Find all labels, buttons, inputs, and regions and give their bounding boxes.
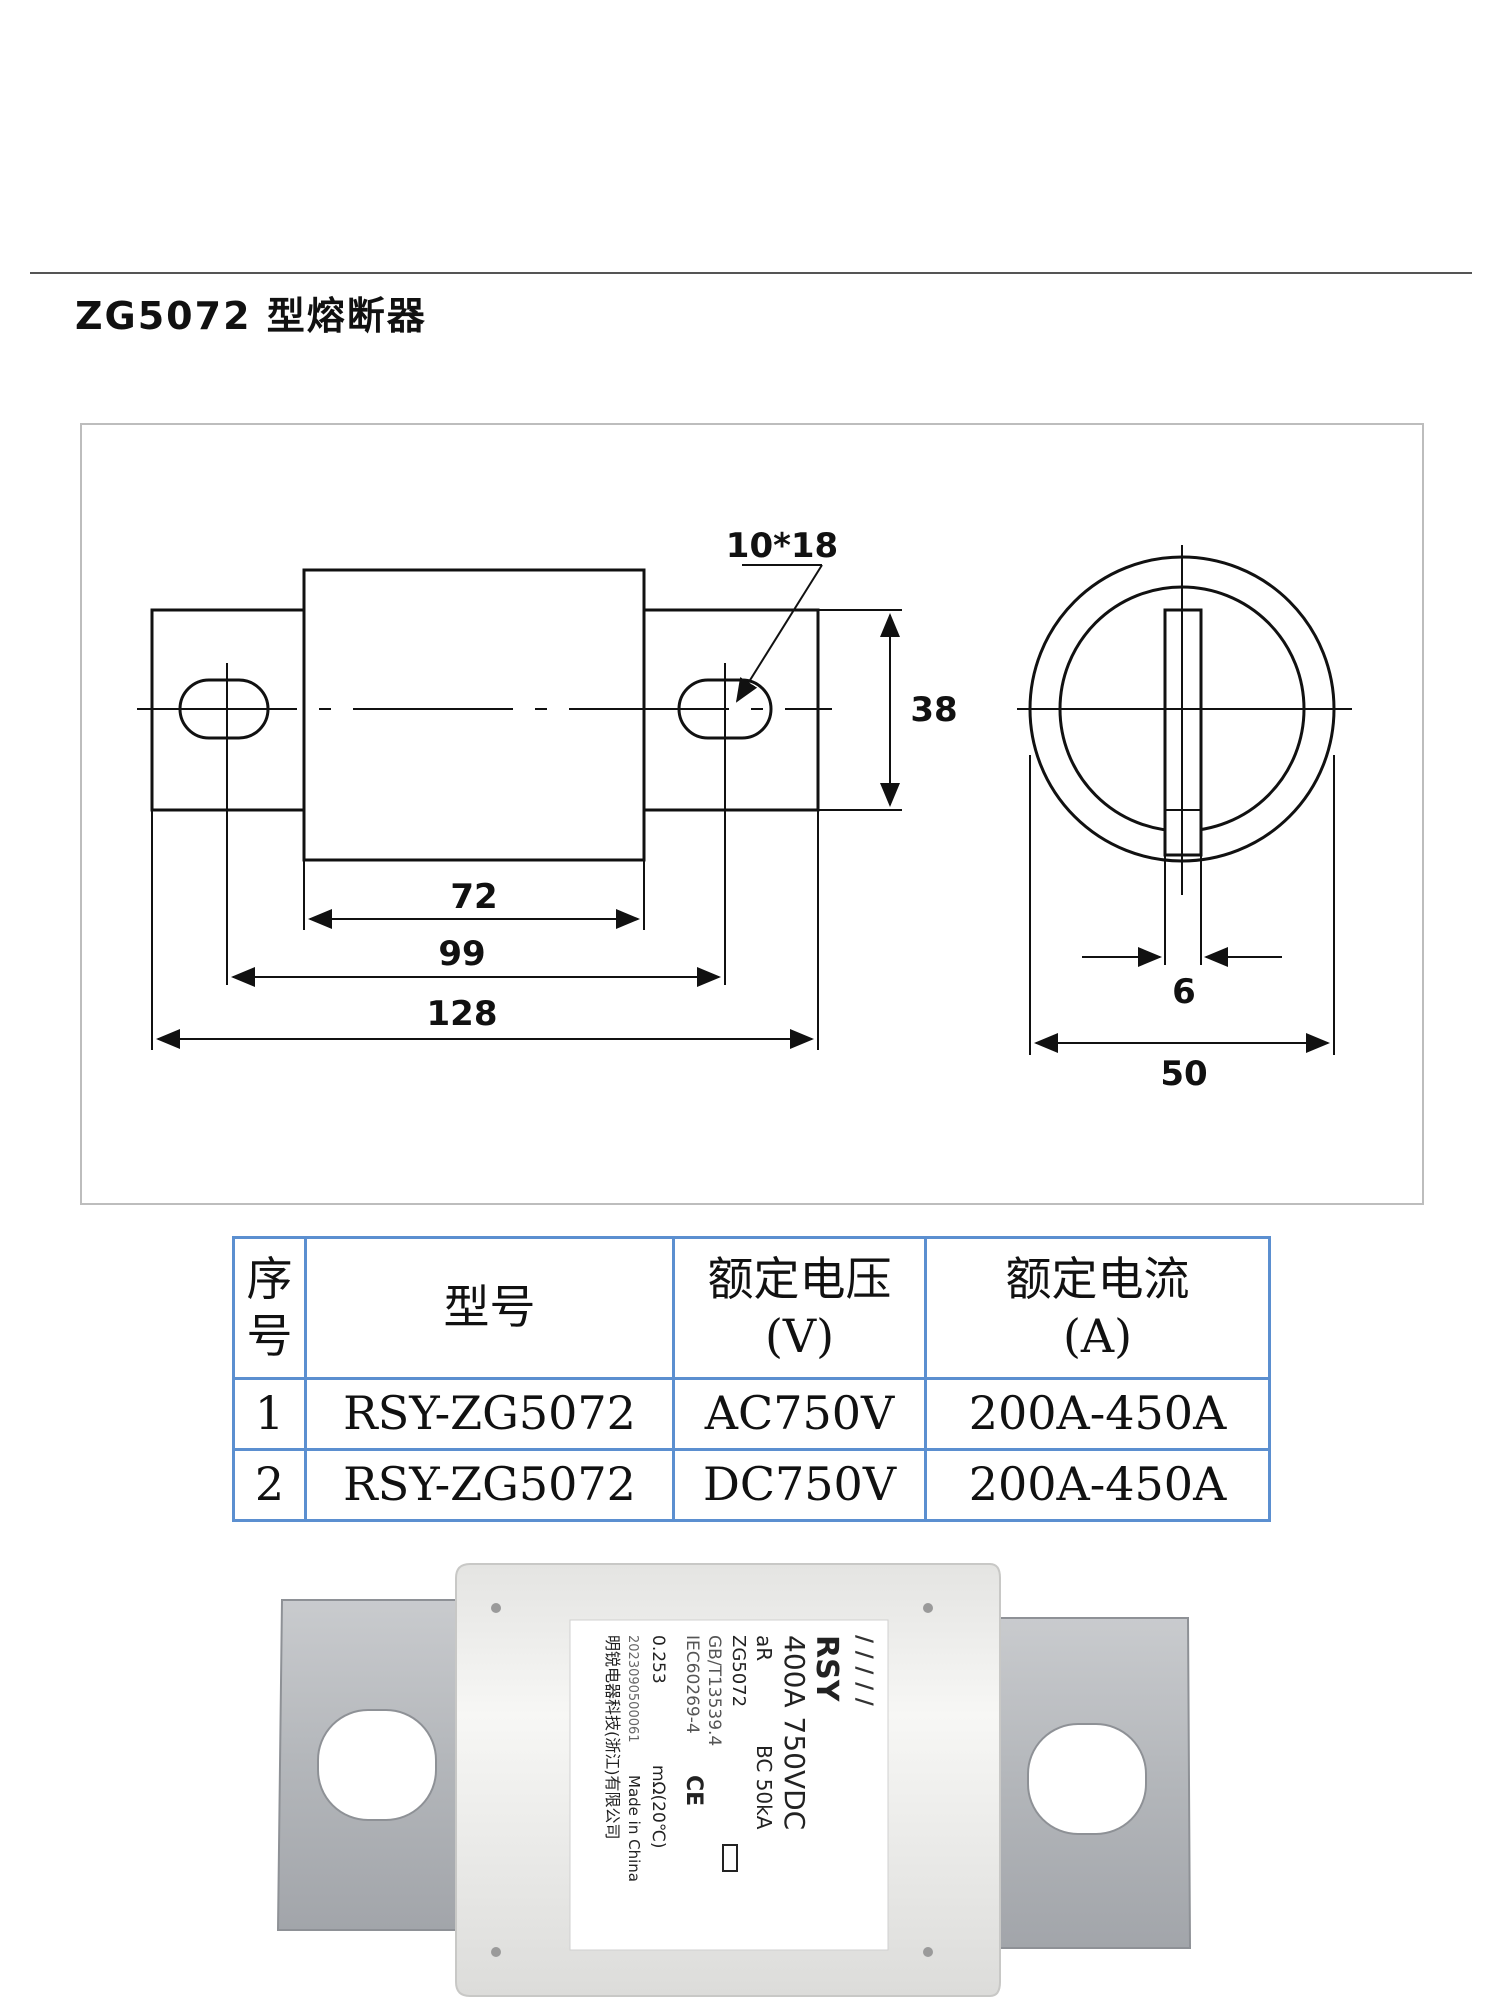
row-current: 200A-450A	[924, 1377, 1271, 1451]
row-voltage: AC750V	[672, 1377, 927, 1451]
label-ce-mark: CE	[681, 1775, 706, 1806]
label-origin: Made in China	[625, 1775, 643, 1882]
top-divider	[30, 272, 1472, 274]
table-row: 1 RSY-ZG5072 AC750V 200A-450A	[232, 1377, 1271, 1451]
diameter-dim-label: 50	[1160, 1054, 1207, 1094]
label-rating: 400A 750VDC	[778, 1635, 811, 1830]
label-model: ZG5072	[728, 1635, 749, 1707]
slot-dim-label: 10*18	[726, 526, 838, 566]
header-model: 型号	[304, 1236, 675, 1380]
row-index: 2	[232, 1448, 307, 1522]
spec-table: 序 号 型号 额定电压 (V) 额定电流 (A) 1 RSY-ZG5072 AC…	[232, 1236, 1271, 1522]
header-index: 序 号	[232, 1236, 307, 1380]
label-standard-iec: IEC60269-4	[682, 1635, 702, 1734]
label-resistance-unit: mΩ(20℃)	[648, 1765, 668, 1849]
right-terminal-hole	[1027, 1723, 1147, 1835]
slot-leader	[735, 564, 823, 703]
header-current: 额定电流 (A)	[924, 1236, 1271, 1380]
label-serial: 2023090500061	[625, 1635, 640, 1743]
label-class: aR	[752, 1635, 776, 1661]
row-model: RSY-ZG5072	[304, 1448, 675, 1522]
table-header-row: 序 号 型号 额定电压 (V) 额定电流 (A)	[232, 1236, 1271, 1380]
fuse-symbol-icon	[722, 1844, 738, 1872]
row-current: 200A-450A	[924, 1448, 1271, 1522]
dimension-drawing-svg: 10*18 38 72 99 128 6 50	[137, 526, 1352, 1094]
header-voltage: 额定电压 (V)	[672, 1236, 927, 1380]
row-model: RSY-ZG5072	[304, 1377, 675, 1451]
rivet	[923, 1947, 933, 1957]
label-breaking: BC 50kA	[752, 1745, 776, 1830]
row-voltage: DC750V	[672, 1448, 927, 1522]
label-brand: RSY	[809, 1635, 844, 1703]
page-title: ZG5072 型熔断器	[75, 294, 427, 338]
rivet	[491, 1947, 501, 1957]
height-dim-label: 38	[910, 690, 957, 730]
product-photo: / / / / / RSY 400A 750VDC aR BC 50kA ZG5…	[276, 1563, 1192, 1997]
rivet	[923, 1603, 933, 1613]
left-terminal-hole	[317, 1709, 437, 1821]
overall-dim-label: 128	[427, 994, 498, 1034]
table-row: 2 RSY-ZG5072 DC750V 200A-450A	[232, 1448, 1271, 1522]
body-dim-label: 72	[450, 877, 497, 917]
label-standard-gb: GB/T13539.4	[704, 1635, 724, 1746]
thickness-dim-label: 6	[1172, 972, 1196, 1012]
dimension-drawing: 10*18 38 72 99 128 6 50	[80, 423, 1424, 1205]
product-label: / / / / / RSY 400A 750VDC aR BC 50kA ZG5…	[569, 1619, 889, 1951]
label-logo-icon: / / / / /	[851, 1635, 876, 1707]
label-resistance: 0.253	[648, 1635, 668, 1684]
rivet	[491, 1603, 501, 1613]
row-index: 1	[232, 1377, 307, 1451]
label-maker: 明锐电器科技(浙江)有限公司	[603, 1635, 622, 1840]
fuse-body-outline	[302, 568, 646, 862]
holes-dim-label: 99	[438, 934, 485, 974]
